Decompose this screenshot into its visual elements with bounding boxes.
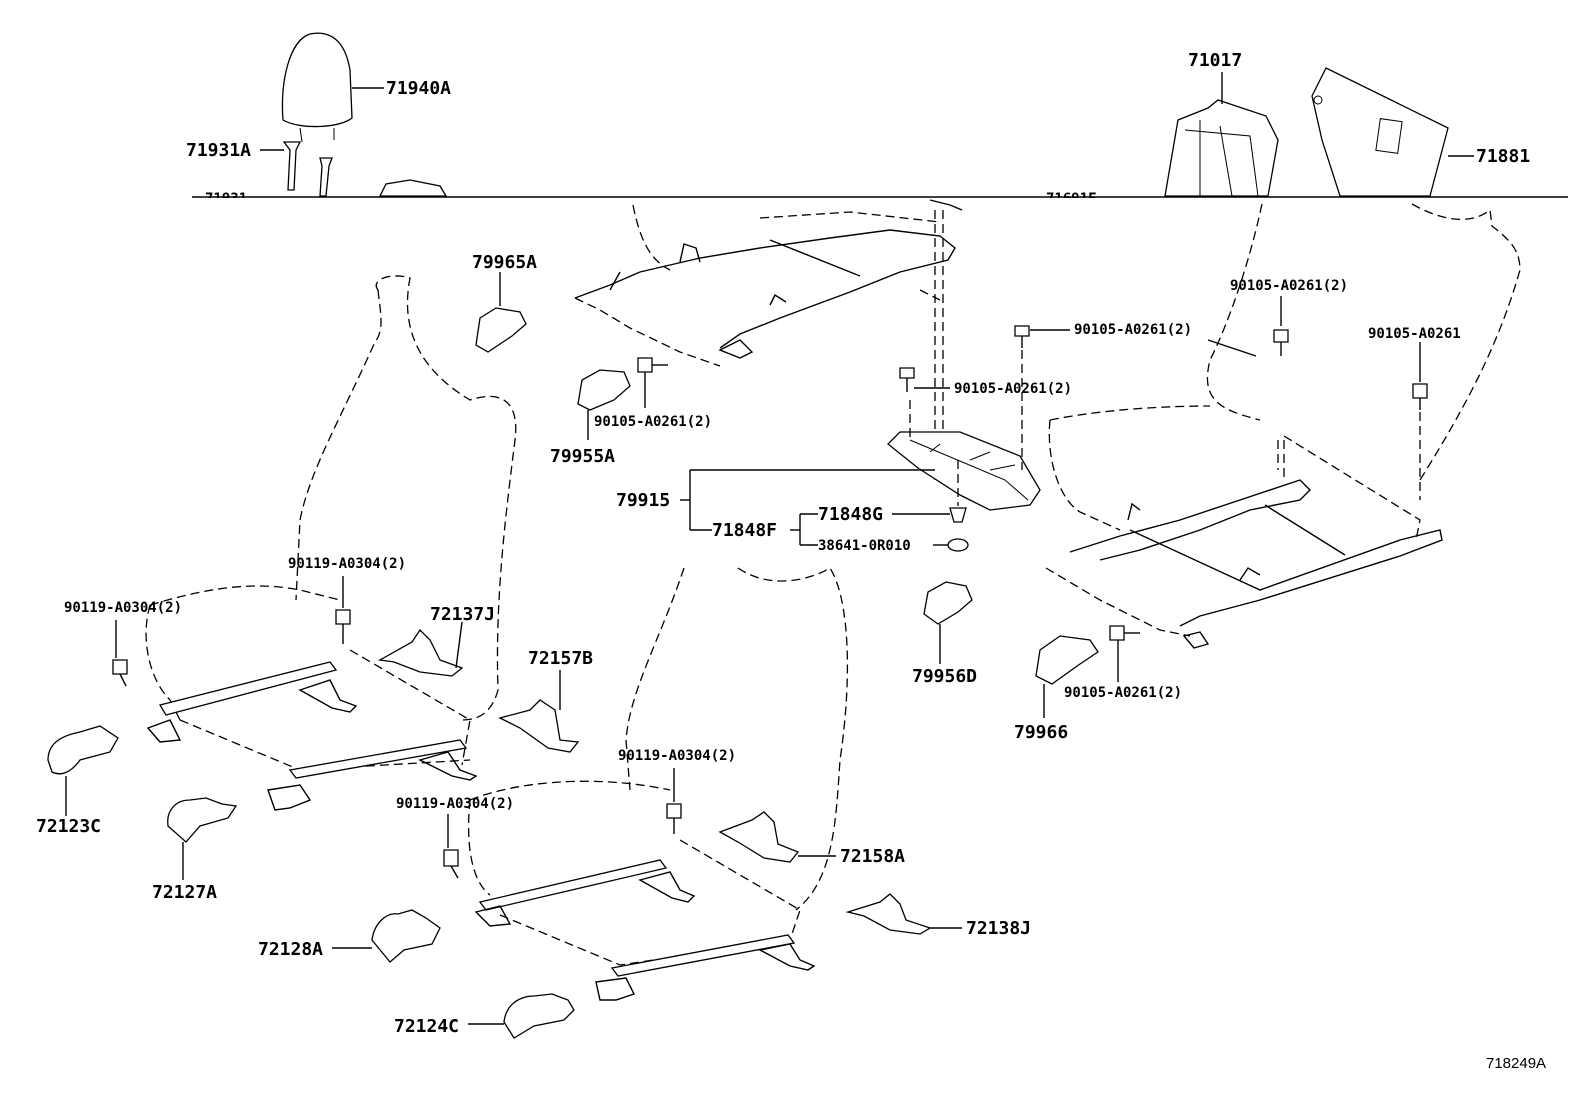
cover-72128A — [332, 909, 441, 963]
back-board-part — [1311, 67, 1449, 197]
bolt-icon — [112, 659, 128, 687]
cover-79966 — [1035, 635, 1099, 718]
cover-72137J — [378, 621, 464, 677]
bolt-icon — [1273, 329, 1289, 356]
bolt-icon — [1109, 625, 1140, 641]
label-72137J: 72137J — [430, 604, 495, 625]
label-71940A: 71940A — [386, 78, 451, 99]
label-79915: 79915 — [616, 490, 670, 511]
bolt-icon — [899, 367, 915, 392]
nut-icon — [947, 538, 969, 552]
part-labels: 71940A 71931A 71017 71881 79965A 79955A … — [36, 50, 1546, 1072]
label-72157B: 72157B — [528, 648, 593, 669]
label-71881: 71881 — [1476, 146, 1530, 167]
label-79965A: 79965A — [472, 252, 537, 273]
label-72138J: 72138J — [966, 918, 1031, 939]
headrest-guide-part — [282, 141, 302, 191]
label-bolt-90119-d: 90119-A0304(2) — [396, 796, 514, 812]
label-79955A: 79955A — [550, 446, 615, 467]
seat-outline-lower-center — [443, 567, 849, 1001]
cover-72158A — [718, 811, 836, 863]
label-72127A: 72127A — [152, 882, 217, 903]
bolt-icon — [1412, 383, 1428, 410]
diagram-id: 718249A — [1486, 1055, 1546, 1072]
label-72124C: 72124C — [394, 1016, 459, 1037]
cover-79955A — [577, 357, 668, 440]
label-bolt-90105-e: 90105-A0261 — [1368, 326, 1461, 342]
seat-outline-left — [112, 275, 517, 811]
headrest-part — [281, 32, 353, 128]
label-bolt-90119-b: 90119-A0304(2) — [64, 600, 182, 616]
label-72128A: 72128A — [258, 939, 323, 960]
cover-72123C — [47, 725, 119, 816]
label-72123C: 72123C — [36, 816, 101, 837]
seat-rail-bracket-center — [680, 325, 1070, 552]
bolt-icon — [666, 803, 682, 834]
bushing-icon — [949, 507, 967, 523]
label-bolt-90105-f: 90105-A0261(2) — [1064, 685, 1182, 701]
label-71017: 71017 — [1188, 50, 1242, 71]
seat-outline-right — [1045, 203, 1521, 682]
label-71931A: 71931A — [186, 140, 251, 161]
seatback-frame-part — [1164, 99, 1279, 197]
label-72158A: 72158A — [840, 846, 905, 867]
label-71848G: 71848G — [818, 504, 883, 525]
cover-72138J — [845, 893, 962, 935]
label-bolt-90105-c: 90105-A0261(2) — [1074, 322, 1192, 338]
label-79966: 79966 — [1014, 722, 1068, 743]
label-bolt-90105-b: 90105-A0261(2) — [954, 381, 1072, 397]
cover-79956D — [923, 581, 973, 664]
cover-72157B — [498, 670, 580, 753]
label-bolt-90105-d: 90105-A0261(2) — [1230, 278, 1348, 294]
bolt-icon — [443, 849, 459, 879]
bolt-icon — [637, 357, 668, 373]
label-79956D: 79956D — [912, 666, 977, 687]
label-38641: 38641-0R010 — [818, 538, 911, 554]
cover-72124C — [468, 993, 575, 1039]
label-bolt-90119-c: 90119-A0304(2) — [618, 748, 736, 764]
cover-72127A — [167, 797, 238, 880]
label-bolt-90119-a: 90119-A0304(2) — [288, 556, 406, 572]
bolt-icon — [335, 609, 351, 644]
cover-79965A — [475, 272, 527, 353]
label-bolt-90105-a: 90105-A0261(2) — [594, 414, 712, 430]
bolt-icon — [1014, 325, 1030, 348]
top-strip: 71931 71691F — [192, 32, 1568, 207]
label-71848F: 71848F — [712, 520, 777, 541]
